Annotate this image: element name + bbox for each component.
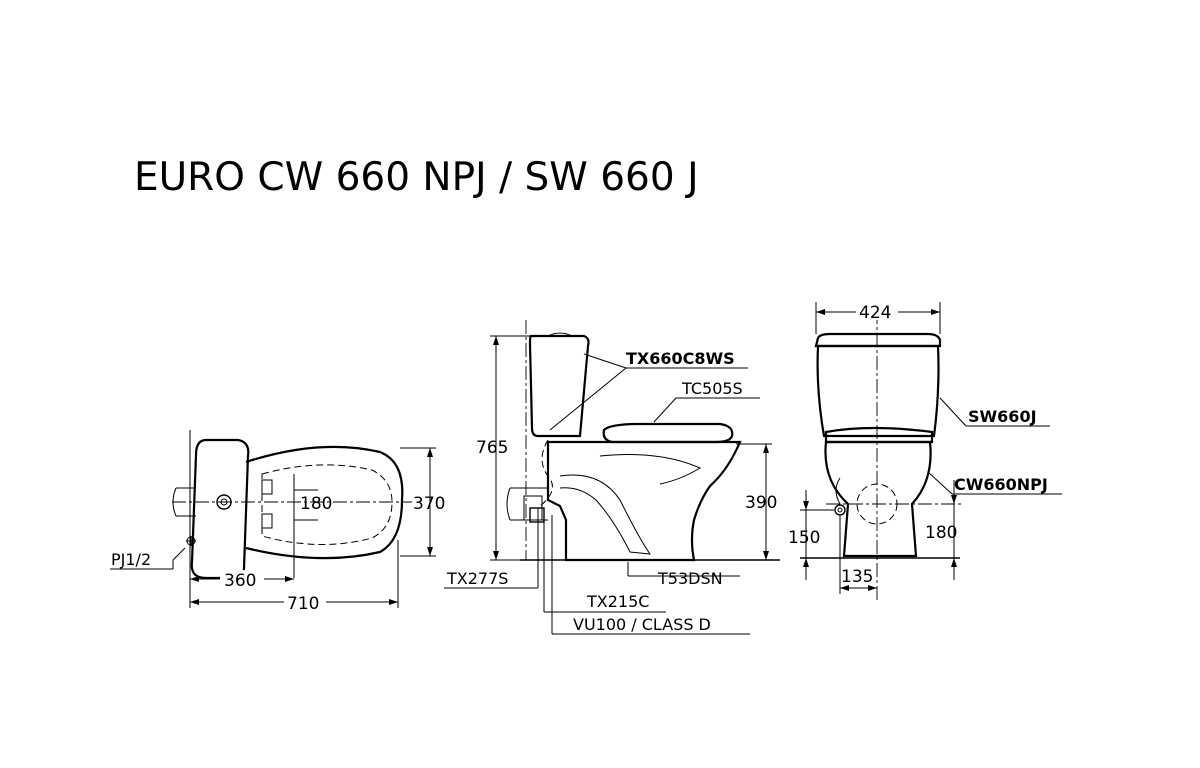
side-label-hose: TX215C [586,592,649,611]
drawing-title: EURO CW 660 NPJ / SW 660 J [134,155,699,200]
front-dim-424: 424 [859,303,891,323]
plan-hinge-top [261,479,273,495]
plan-seat-dashed [261,464,393,546]
plan-tank-outline [190,438,250,580]
front-dim-135: 135 [841,567,873,587]
side-label-flush: VU100 / CLASS D [573,615,711,634]
side-label-bolt: T53DSN [657,569,723,588]
front-tank-lid [814,332,942,348]
side-dim-390: 390 [745,493,777,513]
front-label-bowl: CW660NPJ [954,475,1048,494]
front-inlet-icon [834,504,846,516]
front-view: 424 150 180 135 SW660J CW660NPJ [788,302,1062,600]
plan-dim-370: 370 [413,494,445,514]
side-label-valve: TX277S [446,569,508,588]
front-dim-180: 180 [925,523,957,543]
side-label-seat: TC505S [681,379,743,398]
plan-label-pj: PJ1/2 [111,550,151,569]
front-label-tank: SW660J [968,407,1037,426]
side-tank-outline [528,334,590,438]
front-bowl-outline [824,440,932,558]
front-seat-outline [824,426,934,444]
plan-dim-360: 360 [224,571,256,591]
side-seat-outline [602,422,734,444]
plan-bowl-outline [245,445,404,560]
side-bowl-outline [546,440,742,562]
side-view: 765 390 TX660C8WS TC505S TX277S T53DSN T… [444,320,780,635]
plan-view: 180 370 360 710 PJ1/2 [110,430,445,614]
plan-dim-710: 710 [287,594,319,614]
plan-hinge-bottom [261,513,273,529]
plan-dim-180: 180 [300,494,332,514]
side-dim-765: 765 [476,438,508,458]
side-label-tank: TX660C8WS [626,349,735,368]
front-tank-outline [816,344,940,438]
front-dim-150: 150 [788,528,820,548]
